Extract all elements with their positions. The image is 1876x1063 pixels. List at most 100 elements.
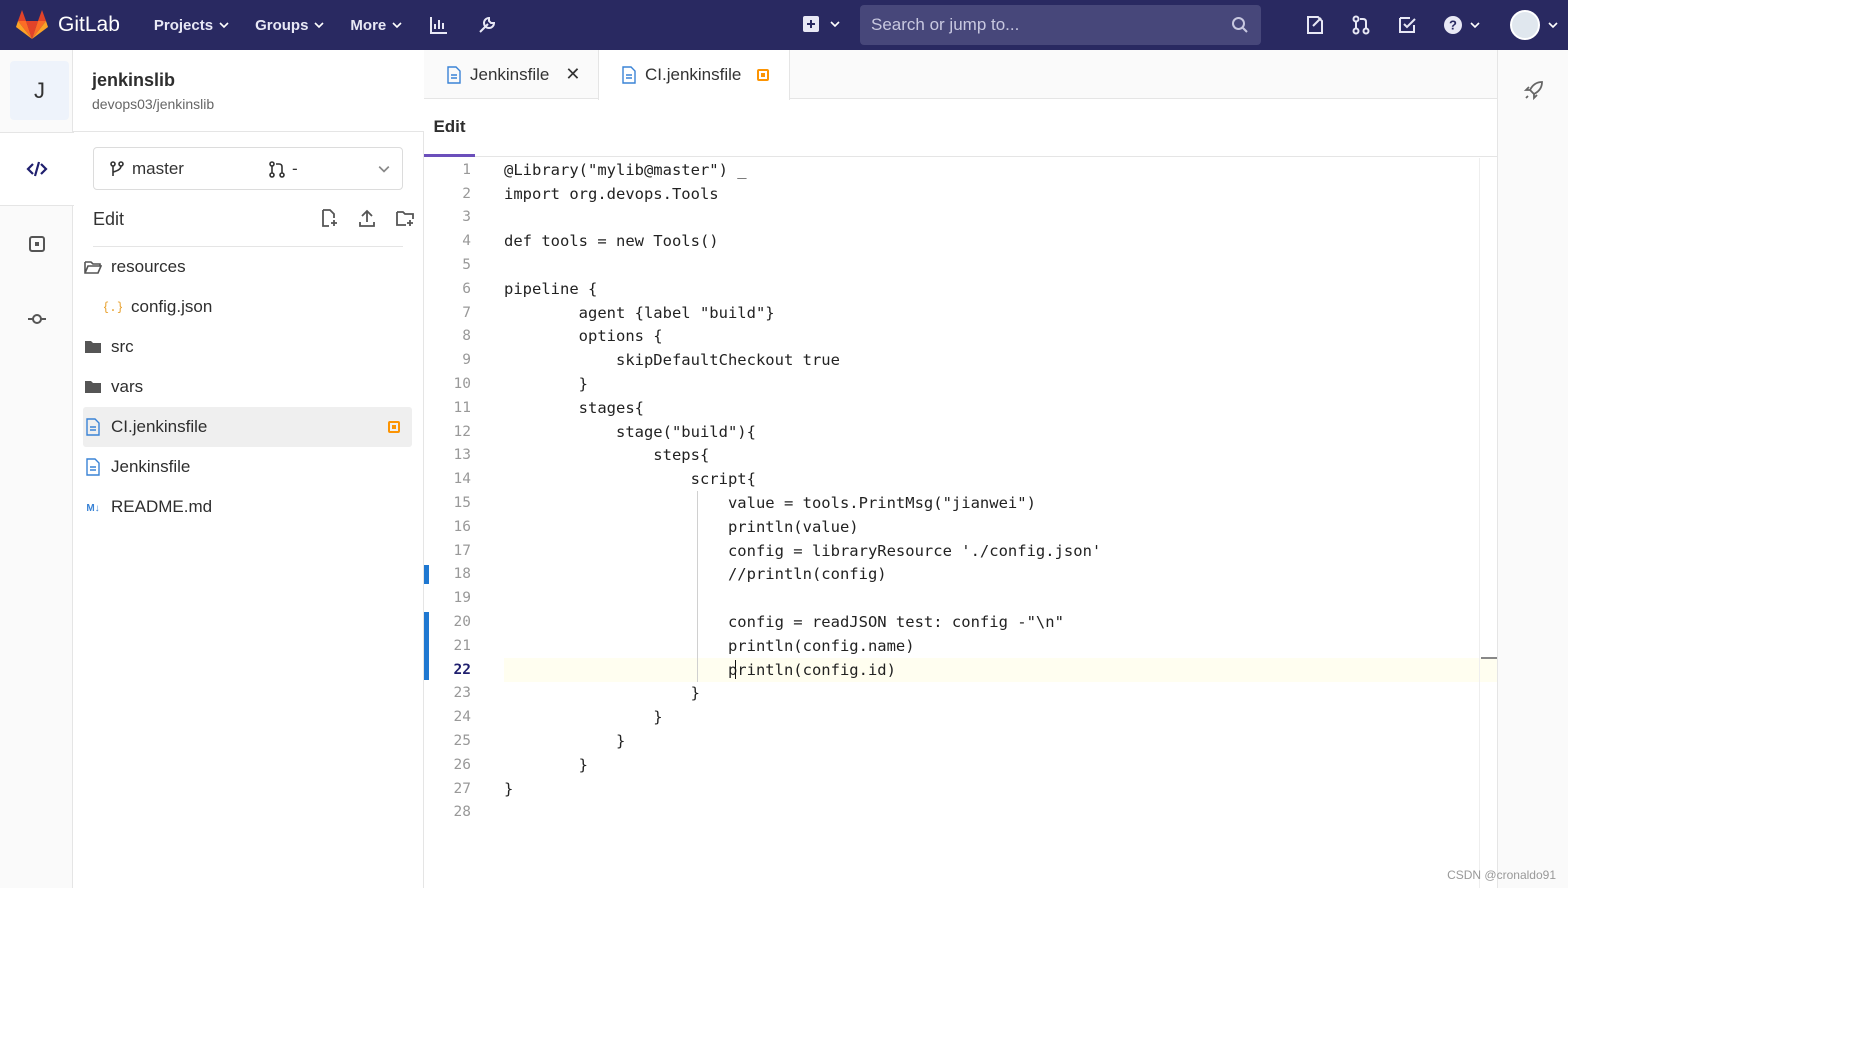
code-text: def tools = new Tools()	[504, 232, 719, 251]
code-line[interactable]: 12 stage("build"){	[424, 420, 1497, 444]
admin-wrench-icon[interactable]	[476, 14, 498, 36]
tree-item-label: resources	[111, 257, 186, 276]
line-number: 27	[453, 780, 471, 797]
new-directory-button[interactable]	[395, 208, 415, 228]
code-line[interactable]: 9 skipDefaultCheckout true	[424, 348, 1497, 372]
line-number: 11	[453, 399, 471, 416]
search-input[interactable]	[860, 15, 1231, 35]
code-line[interactable]: 25 }	[424, 729, 1497, 753]
code-line[interactable]: 3	[424, 206, 1497, 230]
line-number: 3	[462, 209, 471, 226]
commit-mode-button[interactable]	[0, 282, 73, 356]
code-line[interactable]: 18 //println(config)	[424, 563, 1497, 587]
code-line[interactable]: 15 value = tools.PrintMsg("jianwei")	[424, 491, 1497, 515]
code-line[interactable]: 13 steps{	[424, 444, 1497, 468]
project-avatar[interactable]: J	[10, 61, 69, 120]
code-line[interactable]: 28	[424, 801, 1497, 825]
nav-projects[interactable]: Projects	[154, 17, 229, 34]
tree-item-config-json[interactable]: {.} config.json	[83, 287, 412, 327]
tree-item-src[interactable]: src	[83, 327, 412, 367]
edit-mode-button[interactable]	[0, 132, 74, 206]
gitlab-logo[interactable]: GitLab	[16, 10, 120, 40]
markdown-icon: M↓	[83, 498, 103, 516]
nav-groups[interactable]: Groups	[255, 17, 324, 34]
brand-name: GitLab	[58, 13, 120, 36]
code-line[interactable]: 5	[424, 253, 1497, 277]
code-line[interactable]: 7 agent {label "build"}	[424, 301, 1497, 325]
new-file-button[interactable]	[319, 208, 339, 228]
tab-edit[interactable]: Edit	[424, 99, 475, 157]
line-number: 26	[453, 756, 471, 773]
upload-icon	[359, 209, 375, 227]
new-file-icon	[322, 209, 337, 227]
code-text: options {	[504, 327, 663, 346]
code-line[interactable]: 8 options {	[424, 325, 1497, 349]
tree-item-jenkinsfile[interactable]: Jenkinsfile	[83, 447, 412, 487]
folder-open-icon	[83, 258, 103, 276]
help-dropdown[interactable]: ?	[1442, 14, 1480, 36]
code-line[interactable]: 11 stages{	[424, 396, 1497, 420]
code-line[interactable]: 14 script{	[424, 467, 1497, 491]
new-item-dropdown[interactable]	[800, 13, 840, 35]
tree-item-readme[interactable]: M↓ README.md	[83, 487, 412, 527]
code-text: skipDefaultCheckout true	[504, 351, 840, 370]
tree-item-vars[interactable]: vars	[83, 367, 412, 407]
activity-chart-icon[interactable]	[428, 14, 450, 36]
code-text: pipeline {	[504, 279, 598, 298]
code-line[interactable]: 21 println(config.name)	[424, 634, 1497, 658]
line-number: 20	[453, 614, 471, 631]
tab-jenkinsfile[interactable]: Jenkinsfile ✕	[424, 50, 599, 99]
review-mode-button[interactable]	[0, 207, 73, 281]
plus-square-icon	[803, 16, 819, 32]
svg-text:M↓: M↓	[86, 503, 99, 514]
nav-more[interactable]: More	[350, 17, 402, 34]
branch-selector[interactable]: master -	[93, 147, 403, 190]
tree-item-label: Jenkinsfile	[111, 457, 191, 476]
pipelines-button[interactable]	[1522, 78, 1546, 107]
code-text: stage("build"){	[504, 422, 756, 441]
code-line[interactable]: 10 }	[424, 372, 1497, 396]
line-number: 14	[453, 471, 471, 488]
code-line[interactable]: 22 println(config.id)	[424, 657, 1497, 682]
line-number: 17	[453, 542, 471, 559]
tree-item-resources[interactable]: resources	[83, 247, 412, 287]
editor-scrollbar[interactable]	[1479, 158, 1480, 888]
code-text: import org.devops.Tools	[504, 184, 719, 203]
code-line[interactable]: 1@Library("mylib@master") _	[424, 158, 1497, 182]
svg-text:?: ?	[1449, 18, 1457, 33]
code-line[interactable]: 27}	[424, 777, 1497, 801]
code-line[interactable]: 24 }	[424, 705, 1497, 729]
issues-icon[interactable]	[1304, 14, 1326, 36]
modified-indicator-icon	[388, 421, 400, 433]
divider	[73, 131, 424, 132]
code-text: value = tools.PrintMsg("jianwei")	[504, 494, 1036, 513]
merge-requests-icon[interactable]	[1350, 14, 1372, 36]
code-line[interactable]: 16 println(value)	[424, 515, 1497, 539]
project-name[interactable]: jenkinslib	[92, 70, 176, 90]
change-marker	[424, 612, 429, 680]
line-number: 25	[453, 733, 471, 750]
code-line[interactable]: 17 config = libraryResource './config.js…	[424, 539, 1497, 563]
todos-icon[interactable]	[1396, 14, 1418, 36]
rocket-icon	[1523, 81, 1543, 101]
line-number: 10	[453, 376, 471, 393]
code-line[interactable]: 23 }	[424, 682, 1497, 706]
line-number: 5	[462, 257, 471, 274]
tree-item-ci-jenkinsfile[interactable]: CI.jenkinsfile	[83, 407, 412, 447]
code-text: script{	[504, 470, 756, 489]
upload-file-button[interactable]	[357, 208, 377, 228]
code-line[interactable]: 26 }	[424, 753, 1497, 777]
close-icon[interactable]: ✕	[565, 64, 581, 84]
chevron-down-icon	[830, 21, 840, 28]
code-line[interactable]: 19	[424, 586, 1497, 610]
code-text: println(config.id)	[504, 660, 896, 679]
file-icon	[83, 458, 103, 476]
user-menu[interactable]	[1510, 10, 1558, 40]
code-line[interactable]: 20 config = readJSON test: config -"\n"	[424, 610, 1497, 634]
search-box[interactable]	[860, 5, 1261, 45]
tab-ci-jenkinsfile[interactable]: CI.jenkinsfile	[598, 50, 790, 100]
